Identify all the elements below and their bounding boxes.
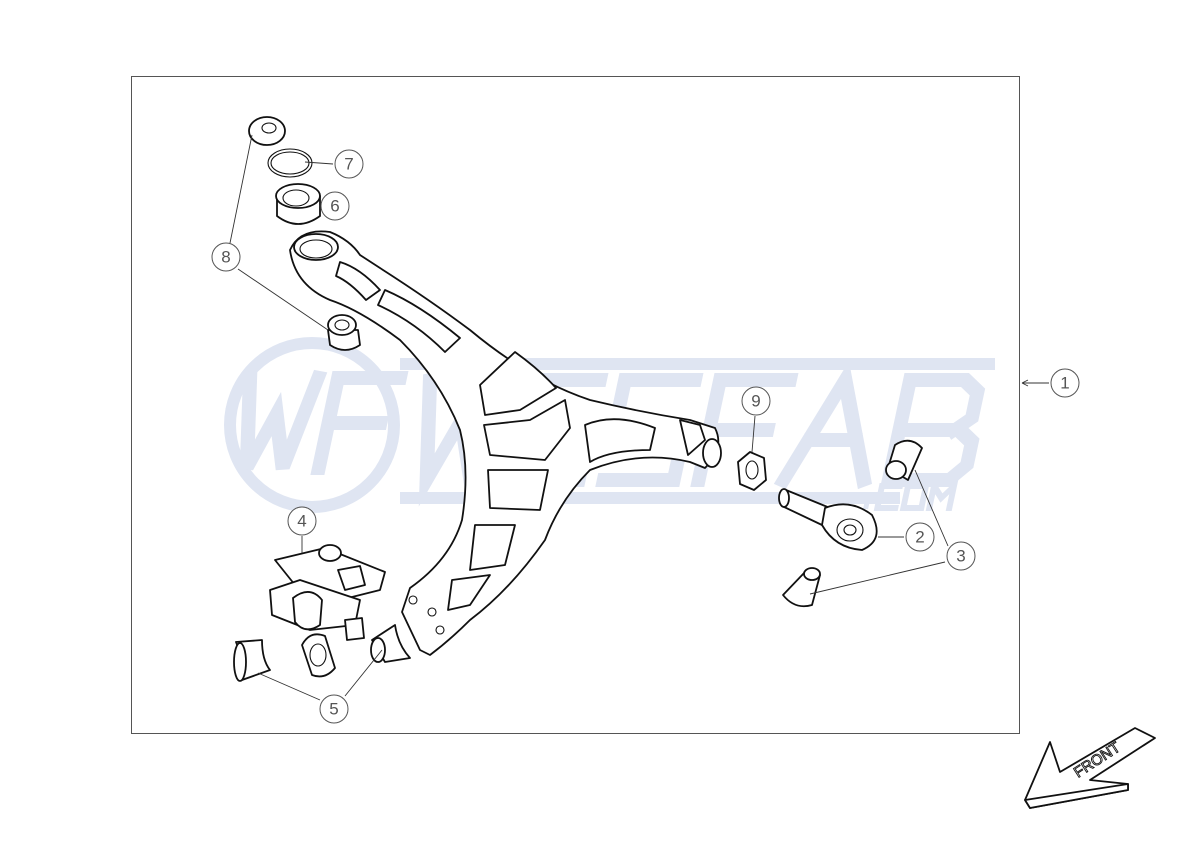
watermark-logo-mark [239, 369, 409, 475]
front-direction-arrow: FRONT [1024, 727, 1156, 809]
callout-5: 5 [319, 694, 349, 724]
callout-label: 7 [344, 155, 353, 174]
callout-7: 7 [334, 149, 364, 179]
jam-nut [737, 451, 767, 491]
callout-2: 2 [905, 522, 935, 552]
callout-4: 4 [287, 506, 317, 536]
callout-label: 5 [329, 700, 338, 719]
drawing-frame [131, 76, 1020, 734]
leader-lines [229, 134, 1049, 701]
callout-6: 6 [320, 191, 350, 221]
watermark-suffix-mark [863, 477, 959, 511]
callout-3: 3 [946, 541, 976, 571]
bracket-spacer-left [233, 639, 271, 682]
rod-end-spacer-bottom [782, 567, 821, 608]
callout-label: 4 [297, 512, 306, 531]
bracket-assembly [269, 544, 386, 678]
callout-label: 6 [330, 197, 339, 216]
callout-9: 9 [741, 386, 771, 416]
spherical-bearing [275, 183, 321, 225]
callout-label: 3 [956, 547, 965, 566]
callout-label: 9 [751, 392, 760, 411]
callout-label: 2 [915, 528, 924, 547]
bearing-spacer-bottom [327, 314, 361, 351]
bearing-spacer-top [248, 116, 286, 146]
rod-end-spacer-top [885, 439, 923, 481]
callout-label: 1 [1060, 374, 1069, 393]
callout-8: 8 [211, 242, 241, 272]
retaining-clip [267, 148, 313, 178]
rod-end [778, 488, 878, 551]
callout-1: 1 [1050, 368, 1080, 398]
bracket-spacer-right [370, 624, 411, 663]
control-arm [289, 230, 722, 656]
callout-label: 8 [221, 248, 230, 267]
